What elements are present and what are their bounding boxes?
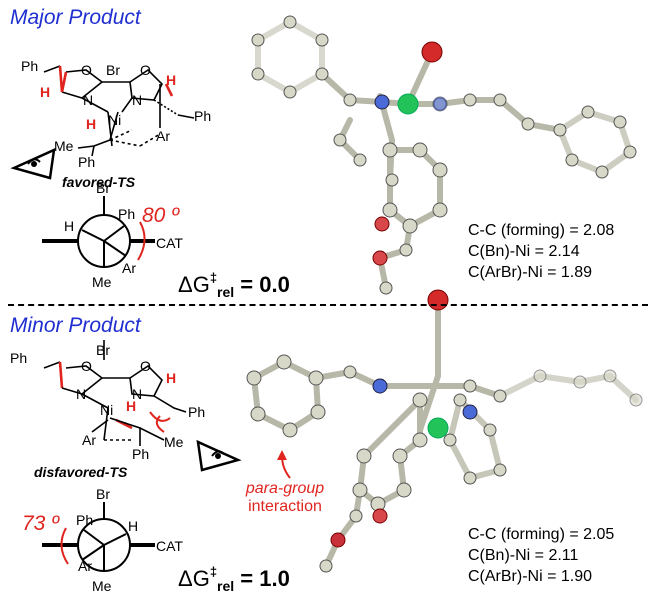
minor-newman-upper-left: Ph — [76, 512, 94, 528]
minor-angle: 73 º — [22, 512, 59, 535]
minor-ts-label: disfavored-TS — [34, 464, 128, 480]
major-dg-value: = 0.0 — [240, 272, 290, 297]
major-atom-ph3: Ph — [78, 154, 96, 170]
minor-atom-n2: N — [132, 386, 143, 402]
minor-newman-lower-left: Ar — [78, 558, 92, 574]
minor-atom-h2: H — [126, 398, 137, 414]
major-atom-h2: H — [166, 72, 177, 88]
major-distances: C-C (forming) = 2.08 C(Bn)-Ni = 2.14 C(A… — [468, 220, 614, 283]
minor-newman-top: Br — [96, 486, 110, 502]
minor-newman-projection — [42, 502, 155, 572]
minor-atom-o1: O — [81, 358, 92, 374]
minor-atom-h1: H — [166, 370, 177, 386]
minor-atom-ni: Ni — [100, 402, 114, 418]
major-atom-ph1: Ph — [21, 58, 39, 74]
major-newman-projection — [42, 196, 155, 268]
major-newman-bottom: Me — [92, 274, 112, 290]
major-3d-model — [251, 15, 637, 295]
major-angle: 80 º — [142, 204, 179, 227]
major-atom-br: Br — [106, 62, 120, 78]
minor-atom-o2: O — [140, 358, 151, 374]
major-dg-sup: ‡ — [209, 270, 218, 285]
major-newman-upper-right: Ph — [118, 206, 136, 222]
para-group-annotation: para-group interaction — [230, 480, 340, 516]
major-atom-ph2: Ph — [194, 108, 212, 124]
eye-icon — [10, 147, 56, 180]
minor-atom-ar: Ar — [82, 432, 96, 448]
major-distance-arbr-ni: C(ArBr)-Ni = 1.89 — [468, 264, 593, 281]
minor-3d-model — [246, 289, 643, 573]
major-ts-label: favored-TS — [62, 174, 136, 190]
minor-atom-br: Br — [96, 342, 110, 358]
major-atom-n2: N — [132, 92, 143, 108]
minor-atom-ph1: Ph — [10, 350, 28, 366]
minor-dg-sub: rel — [217, 578, 235, 594]
major-ligand-bonds — [43, 65, 195, 157]
annotation-line-1: para-group — [245, 480, 325, 497]
major-distance-cc: C-C (forming) = 2.08 — [468, 222, 615, 239]
minor-atom-me: Me — [164, 434, 184, 450]
major-distance-bn-ni: C(Bn)-Ni = 2.14 — [468, 243, 580, 260]
minor-dg-sup: ‡ — [209, 564, 218, 579]
minor-distance-cc: C-C (forming) = 2.05 — [468, 526, 615, 543]
major-dg-sub: rel — [217, 284, 235, 300]
minor-atom-ph3: Ph — [132, 446, 150, 462]
major-atom-me: Me — [54, 138, 74, 154]
minor-distance-arbr-ni: C(ArBr)-Ni = 1.90 — [468, 568, 593, 585]
minor-product-title: Minor Product — [10, 314, 141, 337]
major-product-title: Major Product — [10, 6, 141, 29]
minor-newman-right: CAT — [156, 538, 183, 554]
major-delta-g: ΔG‡rel = 0.0 — [178, 270, 290, 300]
major-newman-lower-right: Ar — [122, 260, 136, 276]
major-atom-ni: Ni — [108, 112, 122, 128]
minor-delta-g: ΔG‡rel = 1.0 — [178, 564, 290, 594]
major-newman-right: CAT — [156, 235, 183, 251]
minor-dg-value: = 1.0 — [240, 566, 290, 591]
minor-newman-bottom: Me — [92, 578, 112, 594]
minor-ligand-bonds — [43, 340, 187, 446]
minor-atom-ph2: Ph — [188, 404, 206, 420]
major-atom-h1: H — [40, 84, 51, 100]
section-divider — [8, 304, 648, 306]
major-atom-o2: O — [140, 62, 151, 78]
major-atom-o1: O — [81, 62, 92, 78]
minor-distances: C-C (forming) = 2.05 C(Bn)-Ni = 2.11 C(A… — [468, 524, 614, 587]
minor-dg-symbol: ΔG — [178, 566, 210, 591]
major-atom-n1: N — [83, 92, 94, 108]
annotation-line-2: interaction — [248, 498, 322, 515]
minor-atom-n1: N — [76, 386, 87, 402]
minor-newman-upper-right: H — [128, 518, 139, 534]
major-newman-left: H — [64, 218, 75, 234]
major-dg-symbol: ΔG — [178, 272, 210, 297]
eye-icon-minor — [196, 439, 242, 472]
major-newman-top: Br — [96, 180, 110, 196]
major-atom-h3: H — [86, 116, 97, 132]
major-atom-ar: Ar — [156, 128, 170, 144]
minor-distance-bn-ni: C(Bn)-Ni = 2.11 — [468, 547, 579, 564]
